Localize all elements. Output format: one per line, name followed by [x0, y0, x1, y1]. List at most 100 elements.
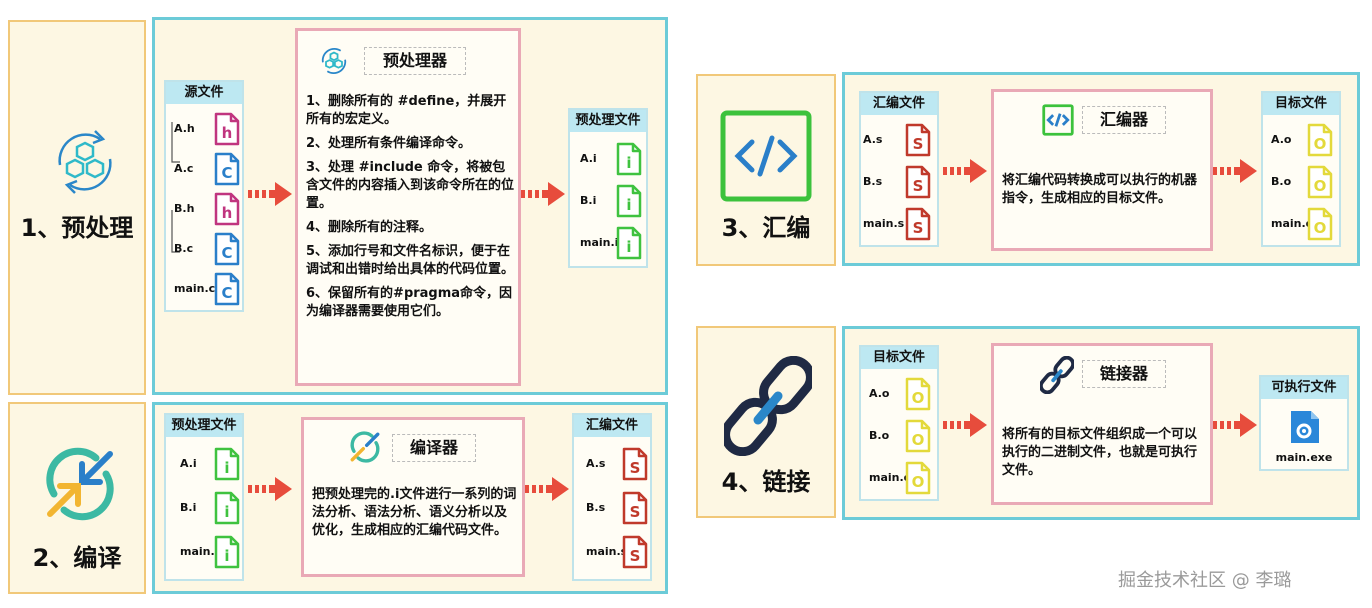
arrow-right-icon: [1213, 413, 1257, 437]
file-o-icon: O: [905, 419, 931, 453]
preprocess-input-header: 源文件: [166, 82, 242, 104]
chain-link-icon: [724, 356, 812, 456]
svg-text:O: O: [912, 389, 925, 407]
stage-title-assemble: 3、汇编: [721, 214, 811, 242]
link-output-header: 可执行文件: [1261, 377, 1347, 399]
linker-title: 链接器: [1082, 360, 1166, 388]
arrow-right-icon: [943, 159, 987, 183]
arrow-right-icon: [521, 182, 565, 206]
svg-text:i: i: [224, 503, 229, 521]
file-label: main.s: [586, 545, 628, 558]
file-c-icon: C: [214, 272, 240, 306]
step-1: 1、删除所有的 #define，并展开所有的宏定义。: [306, 94, 507, 127]
file-i-icon: i: [214, 491, 240, 525]
compile-output-header: 汇编文件: [574, 415, 650, 437]
executable-file-icon: [1291, 411, 1319, 443]
file-label: A.c: [174, 162, 194, 175]
compiler-title: 编译器: [392, 434, 476, 462]
compiler-box: 编译器 把预处理完的.i文件进行一系列的词法分析、语法分析、语义分析以及优化，生…: [301, 417, 525, 577]
stage-compile: 2、编译: [8, 402, 146, 594]
step-3: 3、处理 #include 命令，将被包含文件的内容插入到该命令所在的位置。: [306, 160, 515, 211]
svg-text:i: i: [626, 154, 631, 172]
svg-text:C: C: [221, 164, 232, 182]
svg-text:O: O: [1314, 219, 1327, 237]
file-s-icon: S: [622, 491, 648, 525]
file-label: A.s: [863, 133, 883, 146]
svg-text:S: S: [630, 459, 641, 477]
file-o-icon: O: [905, 377, 931, 411]
svg-text:i: i: [626, 196, 631, 214]
molecule-cycle-icon: [321, 48, 347, 74]
svg-text:S: S: [913, 177, 924, 195]
file-i-icon: i: [616, 142, 642, 176]
file-label: B.o: [1271, 175, 1292, 188]
step-2: 2、处理所有条件编译命令。: [306, 136, 472, 151]
arrow-right-icon: [943, 413, 987, 437]
file-label: B.c: [174, 242, 194, 255]
preprocess-output-header: 预处理文件: [570, 110, 646, 132]
file-o-icon: O: [1307, 123, 1333, 157]
file-label: main.o: [1271, 217, 1314, 230]
file-label: B.h: [174, 202, 195, 215]
file-label: main.i: [180, 545, 219, 558]
link-input-header: 目标文件: [861, 347, 937, 369]
arrow-right-icon: [1213, 159, 1257, 183]
file-label: A.o: [869, 387, 890, 400]
sync-arrows-icon: [46, 447, 114, 521]
file-label: B.s: [586, 501, 606, 514]
stage-title-compile: 2、编译: [32, 544, 122, 572]
file-label: B.s: [863, 175, 883, 188]
file-s-icon: S: [905, 207, 931, 241]
file-label: B.o: [869, 429, 890, 442]
preprocessor-steps: 1、删除所有的 #define，并展开所有的宏定义。 2、处理所有条件编译命令。…: [306, 93, 514, 327]
linker-box: 链接器 将所有的目标文件组织成一个可以执行的二进制文件，也就是可执行文件。: [991, 343, 1213, 505]
svg-text:O: O: [1314, 135, 1327, 153]
file-o-icon: O: [1307, 207, 1333, 241]
file-c-icon: C: [214, 152, 240, 186]
arrow-right-icon: [248, 182, 292, 206]
stage-title-link: 4、链接: [721, 468, 811, 496]
svg-text:S: S: [630, 503, 641, 521]
chain-link-icon: [1040, 356, 1074, 394]
watermark: 掘金技术社区 @ 李璐: [1118, 570, 1292, 591]
file-label: main.o: [869, 471, 912, 484]
file-label: main.c: [174, 282, 216, 295]
file-o-icon: O: [1307, 165, 1333, 199]
svg-text:i: i: [224, 547, 229, 565]
assembler-title: 汇编器: [1082, 106, 1166, 134]
svg-text:O: O: [1314, 177, 1327, 195]
molecule-cycle-icon: [58, 130, 112, 194]
svg-text:O: O: [912, 473, 925, 491]
file-label: main.i: [580, 236, 619, 249]
file-label: main.s: [863, 217, 905, 230]
svg-text:O: O: [912, 431, 925, 449]
file-i-icon: i: [616, 226, 642, 260]
file-s-icon: S: [622, 447, 648, 481]
compile-input-header: 预处理文件: [166, 415, 242, 437]
file-o-icon: O: [905, 461, 931, 495]
code-brackets-icon: [720, 110, 812, 202]
file-label: B.i: [580, 194, 597, 207]
arrow-right-icon: [248, 477, 292, 501]
assembler-description: 将汇编代码转换成可以执行的机器指令，生成相应的目标文件。: [1002, 173, 1198, 206]
stage-title-preprocess: 1、预处理: [20, 214, 134, 242]
svg-text:h: h: [222, 124, 233, 142]
step-6: 6、保留所有的#pragma命令，因为编译器需要使用它们。: [306, 286, 513, 319]
svg-text:S: S: [913, 219, 924, 237]
linker-description: 将所有的目标文件组织成一个可以执行的二进制文件，也就是可执行文件。: [1002, 427, 1198, 478]
svg-text:i: i: [224, 459, 229, 477]
link-output-box: 可执行文件 main.exe: [1259, 375, 1349, 471]
executable-file-label: main.exe: [1275, 451, 1333, 464]
step-4: 4、删除所有的注释。: [306, 220, 433, 235]
file-c-icon: C: [214, 232, 240, 266]
file-label: A.i: [580, 152, 597, 165]
stage-preprocess: 1、预处理: [8, 20, 146, 395]
